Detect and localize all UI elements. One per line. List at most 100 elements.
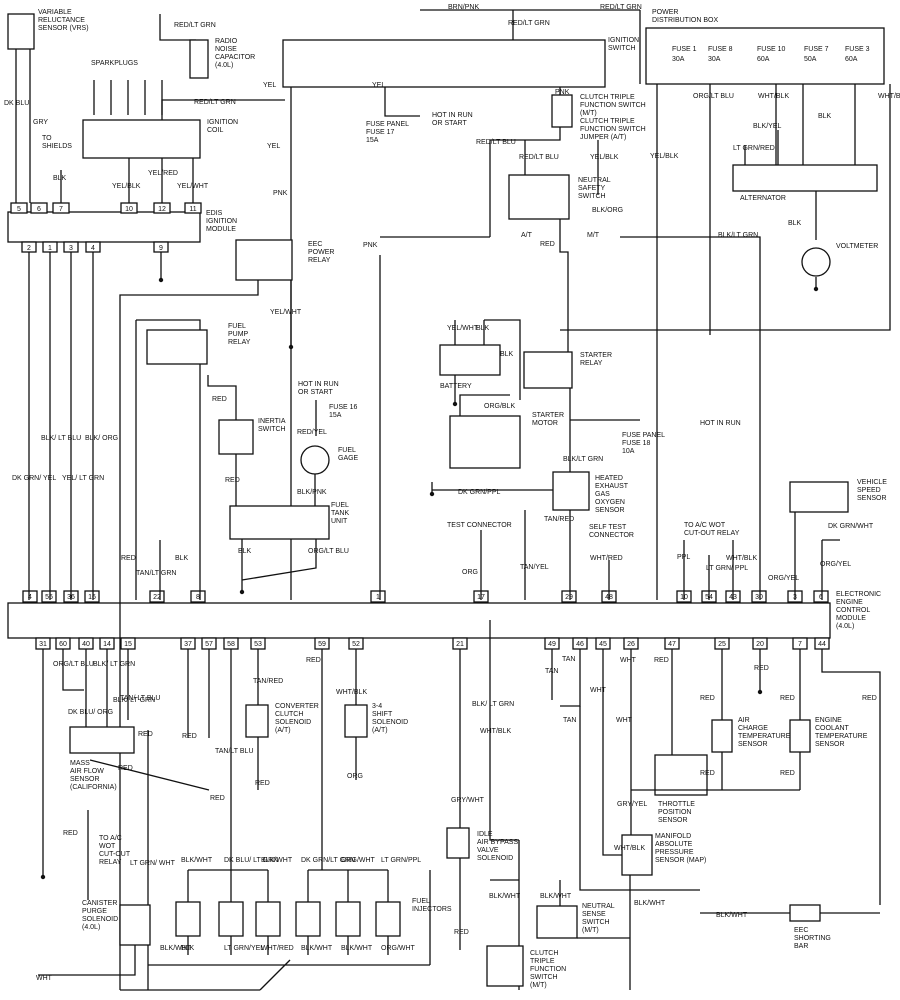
edis-module-box	[7, 211, 201, 243]
ignition-switch-label: IGNITION	[608, 37, 639, 44]
wire-label: WHT	[620, 657, 637, 664]
map-label: ABSOLUTE	[655, 841, 693, 848]
edis-pin-label: 4	[91, 245, 95, 252]
vrs-label: SENSOR (VRS)	[38, 25, 89, 32]
canister-label: (4.0L)	[82, 924, 100, 931]
wire-label: DK BLU	[4, 100, 29, 107]
wire-label: DK GRN/ YEL	[12, 475, 56, 482]
ignition-coil-box	[82, 119, 201, 159]
wire-label: RED	[63, 830, 78, 837]
ect-label: ENGINE	[815, 717, 842, 724]
edis-pin-label: 1	[48, 245, 52, 252]
ac-wot-2-label: TO A/C	[99, 835, 122, 842]
eec-pin-top	[190, 590, 206, 603]
wire-label: RED	[654, 657, 669, 664]
ccs-label: SOLENOID	[275, 719, 311, 726]
wire	[161, 99, 285, 120]
pdb-label: POWER	[652, 9, 678, 16]
wire-label: TAN/YEL	[520, 564, 549, 571]
radio-capacitor-label: (4.0L)	[215, 62, 233, 69]
starter-motor-label: MOTOR	[532, 420, 558, 427]
wire-label: RED/LT GRN	[508, 20, 550, 27]
hot-run-start-2-label: OR START	[298, 389, 333, 396]
eec-pin-label: 4	[28, 594, 32, 601]
shift-label: 3-4	[372, 703, 382, 710]
wire-label: LT GRN/ WHT	[130, 860, 176, 867]
wire-label: YEL/ LT GRN	[62, 475, 104, 482]
ac-wot-2-label: CUT-OUT	[99, 851, 131, 858]
wire	[89, 759, 210, 791]
eec-pin-top	[149, 590, 165, 603]
radio-capacitor-box	[189, 39, 209, 79]
wire-label: ORG	[347, 773, 363, 780]
eec-pin-top	[561, 590, 577, 603]
ctfs2-label: CLUTCH	[530, 950, 558, 957]
wire-label: BLK	[53, 175, 67, 182]
eec-module-label: CONTROL	[836, 607, 870, 614]
wire-label: TAN/LT GRN	[136, 570, 176, 577]
shorting-bar-label: BAR	[794, 943, 808, 950]
fuse-rating: 50A	[804, 56, 817, 63]
ccs-label: CONVERTER	[275, 703, 319, 710]
act-label: TEMPERATURE	[738, 733, 791, 740]
wire-label: BLK/ ORG	[85, 435, 118, 442]
starter-relay-label: RELAY	[580, 360, 603, 367]
wire-label: DK BLU/ LT GRN	[224, 857, 278, 864]
eec-relay-label: POWER	[308, 249, 334, 256]
fuse18-label: FUSE 18	[622, 440, 651, 447]
injector-box	[375, 901, 401, 937]
eec-pin-label: 6	[819, 594, 823, 601]
eec-pin-label: 7	[798, 641, 802, 648]
nss-mt-box	[536, 905, 578, 939]
mt-label: M/T	[587, 232, 600, 239]
wire-label: BLK/WHT	[181, 857, 213, 864]
alternator-label: ALTERNATOR	[740, 195, 786, 202]
vrs-label: VARIABLE	[38, 9, 72, 16]
ctfs2-label: TRIPLE	[530, 958, 555, 965]
wire-label: YEL/WHT	[270, 309, 302, 316]
wire-label: BLK/ LT GRN	[113, 697, 155, 704]
nss-label: SWITCH	[578, 193, 606, 200]
wire-label: BLK/WHT	[634, 900, 666, 907]
hot-run-start-label: OR START	[432, 120, 467, 127]
eec-pin-top	[84, 590, 100, 603]
radio-capacitor-label: CAPACITOR	[215, 54, 255, 61]
wire-label: TAN/LT BLU	[215, 748, 254, 755]
starter-motor-box	[449, 415, 521, 469]
wire-label: RED	[754, 665, 769, 672]
vrs-label: RELUCTANCE	[38, 17, 85, 24]
hot-in-run-label: HOT IN RUN	[700, 420, 741, 427]
starter-relay-box	[523, 351, 573, 389]
wire-label: BLK/ LT GRN	[93, 661, 135, 668]
eec-pin-top	[22, 590, 38, 603]
radio-capacitor-label: RADIO	[215, 38, 238, 45]
eec-pin-label: 57	[205, 641, 213, 648]
ac-wot-label: CUT-OUT RELAY	[684, 530, 740, 537]
radio-capacitor-label: NOISE	[215, 46, 237, 53]
wire-label: WHT	[590, 687, 607, 694]
wire-label: PNK	[363, 242, 378, 249]
edis-pin-label: 2	[27, 245, 31, 252]
wire-label: ORG/WHT	[341, 857, 376, 864]
fuel-pump-relay-box	[146, 329, 208, 365]
fuel-gage-icon	[300, 445, 330, 475]
wire-label: WHT/BLK	[758, 93, 789, 100]
wire-label: WHT	[616, 717, 633, 724]
wire-label: WHT/RED	[261, 945, 294, 952]
eec-pin-label: 15	[124, 641, 132, 648]
eec-pin-label: 46	[576, 641, 584, 648]
wire-label: RED	[225, 477, 240, 484]
eec-module-label: ENGINE	[836, 599, 863, 606]
fuse18-label: 10A	[622, 448, 635, 455]
hot-run-start-2-label: HOT IN RUN	[298, 381, 339, 388]
hot-run-start-label: HOT IN RUN	[432, 112, 473, 119]
wire-label: BLK/LT GRN	[563, 456, 603, 463]
wire-label: BLK	[175, 555, 189, 562]
wire-label: TAN/RED	[253, 678, 283, 685]
wire-label: RED	[182, 733, 197, 740]
voltmeter-label: VOLTMETER	[836, 243, 878, 250]
eec-pin-label: 47	[668, 641, 676, 648]
edis-pin-top	[10, 202, 28, 214]
wire	[38, 945, 136, 976]
